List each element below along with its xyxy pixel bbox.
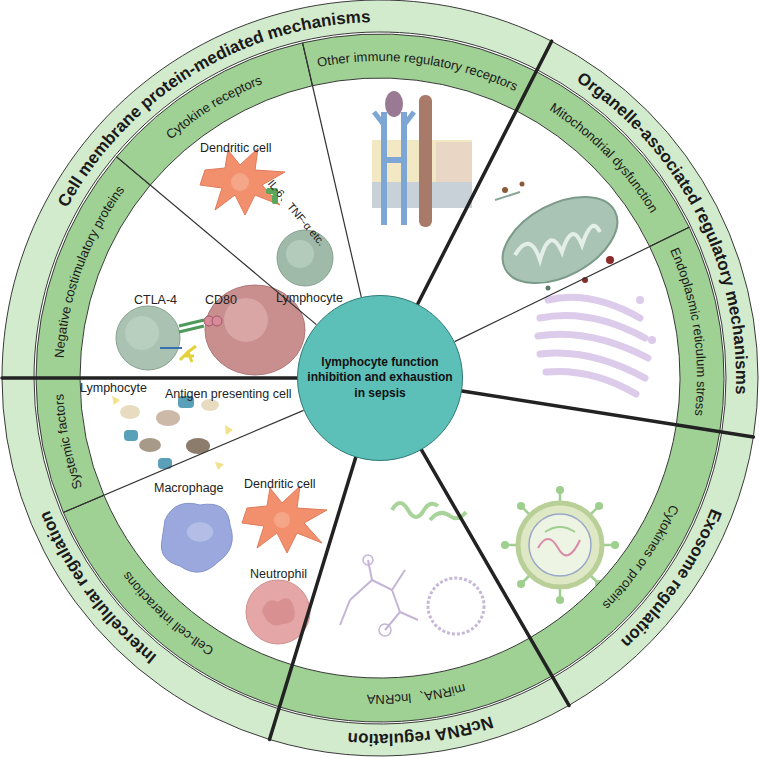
section-label: Cytokine receptors — [163, 72, 264, 142]
section-label: Systemic factors — [51, 393, 85, 491]
ring-segment-shape: Other immune regulatory receptors — [300, 32, 539, 113]
ring-segment-shape: miRNA、lncRNA — [277, 635, 554, 724]
ring-segment-outline — [36, 157, 150, 378]
ring-segment-shape: Mitochondrial dysfunction — [514, 69, 692, 249]
cell-label: Macrophage — [154, 482, 224, 495]
section-label: Cell-cell interactions — [119, 569, 216, 659]
ncrna-illustration — [340, 503, 484, 636]
text-arc — [137, 69, 309, 174]
section-label: Mitochondrial dysfunction — [547, 100, 661, 216]
section-label: Negative costimulatory proteins — [52, 182, 128, 358]
ring-segment-outline — [530, 425, 720, 676]
cell-label: Neutrophil — [250, 568, 307, 581]
text-arc — [524, 96, 665, 239]
ring-segment: Systemic factors — [34, 376, 106, 515]
text-arc — [287, 653, 538, 695]
ring-segment-outline — [63, 495, 292, 707]
ring-segment-outline — [303, 34, 537, 111]
section-label-text: Negative costimulatory proteins — [52, 182, 128, 358]
ring-segment-shape: Systemic factors — [34, 376, 106, 515]
cell-label: Lymphocyte — [80, 382, 147, 395]
ring-segment-outline — [116, 43, 312, 185]
systemic-factors-illustration — [112, 396, 233, 470]
ring-segment: Negative costimulatory proteins — [34, 154, 153, 381]
section-label: miRNA、lncRNA — [366, 681, 467, 707]
receptor-illustration — [372, 91, 472, 227]
section-label-text: miRNA、lncRNA — [366, 681, 467, 707]
section-label-text: Endoplasmic reticulum stress — [667, 245, 709, 417]
cell-label: Antigen presenting cell — [165, 388, 291, 401]
dendritic-lymphocyte-illustration — [200, 148, 333, 286]
ring-segment-shape: Cell-cell interactions — [61, 493, 295, 709]
section-label-text: Systemic factors — [51, 393, 85, 491]
section-label: Endoplasmic reticulum stress — [667, 245, 709, 417]
center-title: lymphocyte function inhibition and exhau… — [298, 355, 462, 402]
text-arc — [539, 428, 694, 653]
mitochondrion-illustration — [488, 179, 631, 301]
section-label-text: Other immune regulatory receptors — [316, 49, 521, 94]
ring-segment-outline — [2, 0, 552, 378]
ring-segment: Other immune regulatory receptors — [300, 32, 539, 113]
ring-segment-outline — [36, 378, 104, 512]
ring-segment-shape: Negative costimulatory proteins — [34, 154, 153, 381]
center-circle: lymphocyte function inhibition and exhau… — [297, 295, 463, 461]
section-label-text: Cytokine receptors — [163, 72, 264, 142]
ring-segment-outline — [516, 71, 689, 246]
text-arc — [24, 22, 542, 378]
text-arc — [88, 502, 287, 681]
section-label: Cytokines or proteins — [599, 503, 681, 613]
cell-label: Lymphocyte — [276, 292, 343, 305]
ring-segment: Cytokines or proteins — [528, 422, 722, 678]
ring-segment: Cell-cell interactions — [61, 493, 295, 709]
section-label-text: Cell-cell interactions — [119, 569, 216, 659]
cell-label: CTLA-4 — [134, 294, 177, 307]
ring-segment-outline — [279, 638, 552, 722]
cell-label: Dendritic cell — [244, 478, 316, 491]
ring-segment: Mitochondrial dysfunction — [514, 69, 692, 249]
section-label: Other immune regulatory receptors — [316, 49, 521, 94]
section-label-text: Cytokines or proteins — [599, 503, 681, 613]
er-illustration — [538, 296, 656, 394]
ring-segment: Cytokine receptors — [114, 40, 315, 188]
ring-segment-outline — [650, 227, 724, 432]
ring-segment-shape: Endoplasmic reticulum stress — [647, 225, 726, 434]
ring-segment: miRNA、lncRNA — [277, 635, 554, 724]
cell-label: CD80 — [205, 294, 237, 307]
ring-segment-shape: Cytokine receptors — [114, 40, 315, 188]
ring-segment: Endoplasmic reticulum stress — [647, 225, 726, 434]
cell-label: Dendritic cell — [200, 142, 272, 155]
ring-segment-shape: Cytokines or proteins — [528, 422, 722, 678]
section-label-text: Mitochondrial dysfunction — [547, 100, 661, 216]
inner-disc — [80, 78, 680, 678]
